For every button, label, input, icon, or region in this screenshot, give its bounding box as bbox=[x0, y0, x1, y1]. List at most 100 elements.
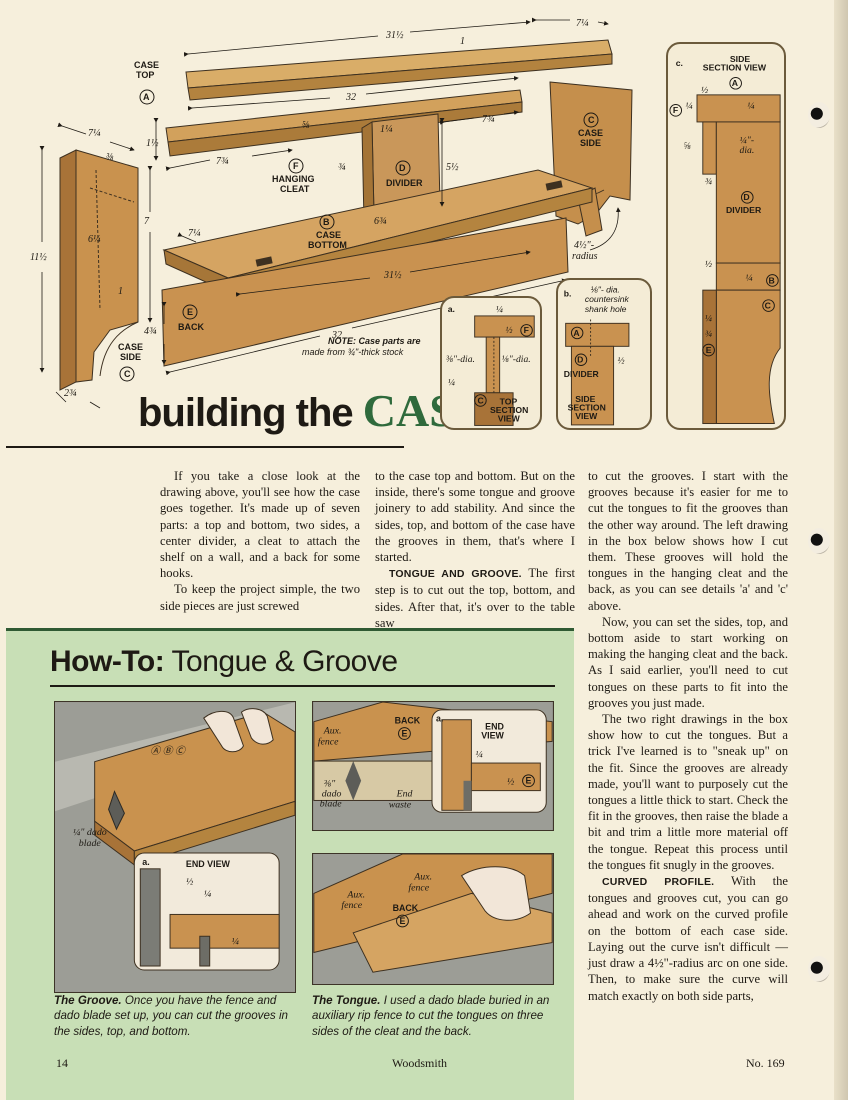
dim-cleat-offset-left: 7¾ bbox=[216, 156, 229, 167]
detail-a-hole-right: ⅛"-dia. bbox=[502, 354, 531, 365]
caption-groove-bold: The Groove. bbox=[54, 994, 122, 1007]
detail-c-part-b: B bbox=[769, 275, 775, 285]
body-column-2: to the case top and bottom. But on the i… bbox=[375, 468, 575, 631]
binder-hole bbox=[808, 528, 830, 554]
label-case-top-key: A bbox=[139, 89, 155, 105]
dim-cleat-length: 32 bbox=[345, 92, 356, 103]
panel1-parts: Ⓐ Ⓑ Ⓒ bbox=[150, 745, 187, 757]
caption-tongue-text: I used a dado blade buried in an auxilia… bbox=[312, 994, 550, 1038]
label-divider: DIVIDER bbox=[386, 178, 423, 188]
detail-b-mid-label: DIVIDER bbox=[564, 369, 600, 379]
binder-hole bbox=[808, 102, 830, 128]
label-case-bottom-key: B bbox=[319, 214, 335, 230]
howto-title: How-To: Tongue & Groove bbox=[50, 645, 398, 679]
dim-bottom-width: 7¼ bbox=[188, 228, 201, 239]
detail-a-hole-left: ⅜"-dia. bbox=[446, 354, 475, 365]
footer-issue: No. 169 bbox=[746, 1056, 785, 1070]
dim-side-cutout: 7 bbox=[144, 216, 150, 227]
detail-c-d6: ¾ bbox=[705, 176, 712, 187]
body-column-1: If you take a close look at the drawing … bbox=[160, 468, 360, 614]
dim-back-height: 4¾ bbox=[144, 326, 157, 337]
svg-text:E: E bbox=[187, 307, 193, 317]
detail-a-depth: ½ bbox=[505, 325, 512, 336]
dim-top-length: 31½ bbox=[385, 30, 404, 41]
dim-side-inner: 6¼ bbox=[88, 234, 101, 245]
dim-cleat-height: 1½ bbox=[146, 138, 159, 149]
panel2-d2: ½ bbox=[507, 777, 515, 788]
detail-c-d1: ½ bbox=[701, 85, 708, 96]
detail-c-d7: ½ bbox=[705, 259, 712, 270]
caption-groove-text: Once you have the fence and dado blade s… bbox=[54, 994, 288, 1038]
detail-b-part-top: A bbox=[573, 328, 579, 338]
panel1-inset-title: END VIEW bbox=[186, 859, 231, 869]
title-pre: building the bbox=[138, 391, 354, 435]
section-title: building the CASE bbox=[138, 384, 485, 437]
detail-c-d3: ¼ bbox=[747, 100, 754, 111]
dim-back-length: 32 bbox=[331, 330, 342, 341]
detail-b-part-mid: D bbox=[577, 355, 583, 365]
detail-c-part-divider: D bbox=[743, 192, 749, 202]
case-top-part bbox=[185, 39, 613, 101]
label-hanging-cleat-key: F bbox=[288, 158, 304, 174]
detail-c-d8: ¼ bbox=[745, 272, 752, 283]
col1-paragraph-2: To keep the project simple, the two side… bbox=[160, 582, 360, 613]
detail-c-part-top: A bbox=[732, 78, 739, 88]
caption-tongue: The Tongue. I used a dado blade buried i… bbox=[312, 993, 558, 1039]
panel3-back: BACK bbox=[393, 903, 419, 913]
howto-rule bbox=[50, 685, 555, 687]
label-back-key: E bbox=[182, 304, 198, 320]
col2-runin: TONGUE AND GROOVE. bbox=[389, 568, 522, 581]
dim-cleat-offset-right: 7¾ bbox=[482, 114, 495, 125]
panel1-d3: ¼ bbox=[232, 936, 240, 947]
back-part bbox=[161, 217, 569, 367]
detail-b-dim: ½ bbox=[617, 356, 624, 367]
svg-text:D: D bbox=[399, 163, 406, 173]
detail-a-width: ¼ bbox=[496, 304, 503, 315]
title-rule bbox=[6, 446, 404, 448]
dim-side-width: 7¼ bbox=[88, 128, 101, 139]
panel3-back-key: E bbox=[400, 916, 406, 926]
detail-c-part-e: E bbox=[706, 345, 712, 355]
page-spine bbox=[834, 0, 848, 1100]
case-side-right-part bbox=[549, 81, 633, 237]
detail-c-d9: ¼ bbox=[705, 313, 712, 324]
col2-paragraph-1: to the case top and bottom. But on the i… bbox=[375, 469, 575, 565]
footer-magazine: Woodsmith bbox=[392, 1056, 448, 1070]
col3-paragraph-2: Now, you can set the sides, top, and bot… bbox=[588, 614, 788, 710]
detail-a-part-top: F bbox=[524, 325, 529, 335]
detail-c-d2: ¼ bbox=[685, 100, 692, 111]
panel1-d1: ½ bbox=[186, 877, 194, 888]
hanging-cleat-part bbox=[165, 89, 523, 157]
dim-divider-top: 1¼ bbox=[380, 124, 393, 135]
detail-b-key: b. bbox=[564, 289, 572, 299]
detail-a-key: a. bbox=[448, 304, 455, 314]
panel2-d2-key: E bbox=[526, 776, 532, 786]
panel1-d2: ¼ bbox=[204, 889, 212, 900]
label-divider-key: D bbox=[395, 160, 411, 176]
dim-bottom-length: 31½ bbox=[383, 270, 402, 281]
label-radius: 4½"-radius bbox=[572, 240, 598, 262]
detail-c-part-c: C bbox=[765, 301, 772, 311]
svg-text:A: A bbox=[143, 92, 150, 102]
detail-c-part-cleat: F bbox=[673, 105, 678, 115]
label-back: BACK bbox=[178, 322, 204, 332]
panel-tongue-cut: Aux.fence Aux.fence BACK E bbox=[312, 853, 554, 985]
col1-paragraph-1: If you take a close look at the drawing … bbox=[160, 469, 360, 581]
